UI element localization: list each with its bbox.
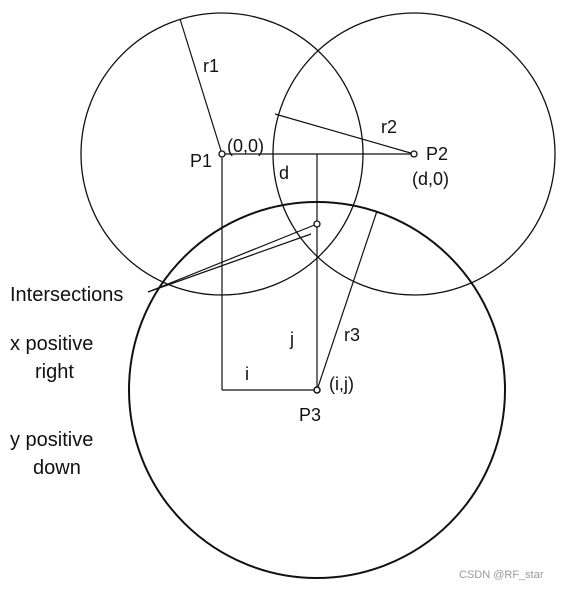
label-p3-coord: (i,j) <box>329 374 354 394</box>
label-x-right: right <box>35 361 74 383</box>
point-p1-marker <box>218 150 226 158</box>
intersection-pointer-upper <box>147 223 318 293</box>
label-y-positive: y positive <box>10 429 93 451</box>
label-d: d <box>279 163 289 183</box>
watermark: CSDN @RF_star <box>459 569 544 581</box>
label-j: j <box>289 329 294 349</box>
radius-r2-line <box>274 113 415 155</box>
intersection-point-marker <box>313 220 321 228</box>
label-intersections: Intersections <box>10 284 123 306</box>
label-p2-coord: (d,0) <box>412 169 449 189</box>
label-y-down: down <box>33 457 81 479</box>
point-p2-marker <box>410 150 418 158</box>
label-r1: r1 <box>203 56 219 76</box>
point-p3-marker <box>313 386 321 394</box>
label-p1: P1 <box>190 151 212 171</box>
label-p3: P3 <box>299 405 321 425</box>
label-r2: r2 <box>381 117 397 137</box>
label-x-positive: x positive <box>10 333 93 355</box>
radius-r3-line <box>316 210 378 391</box>
label-p1-coord: (0,0) <box>227 136 264 156</box>
label-i: i <box>245 364 249 384</box>
radius-r1-line <box>179 18 223 155</box>
label-r3: r3 <box>344 325 360 345</box>
label-p2: P2 <box>426 144 448 164</box>
intersection-pointer-lower <box>147 233 312 293</box>
